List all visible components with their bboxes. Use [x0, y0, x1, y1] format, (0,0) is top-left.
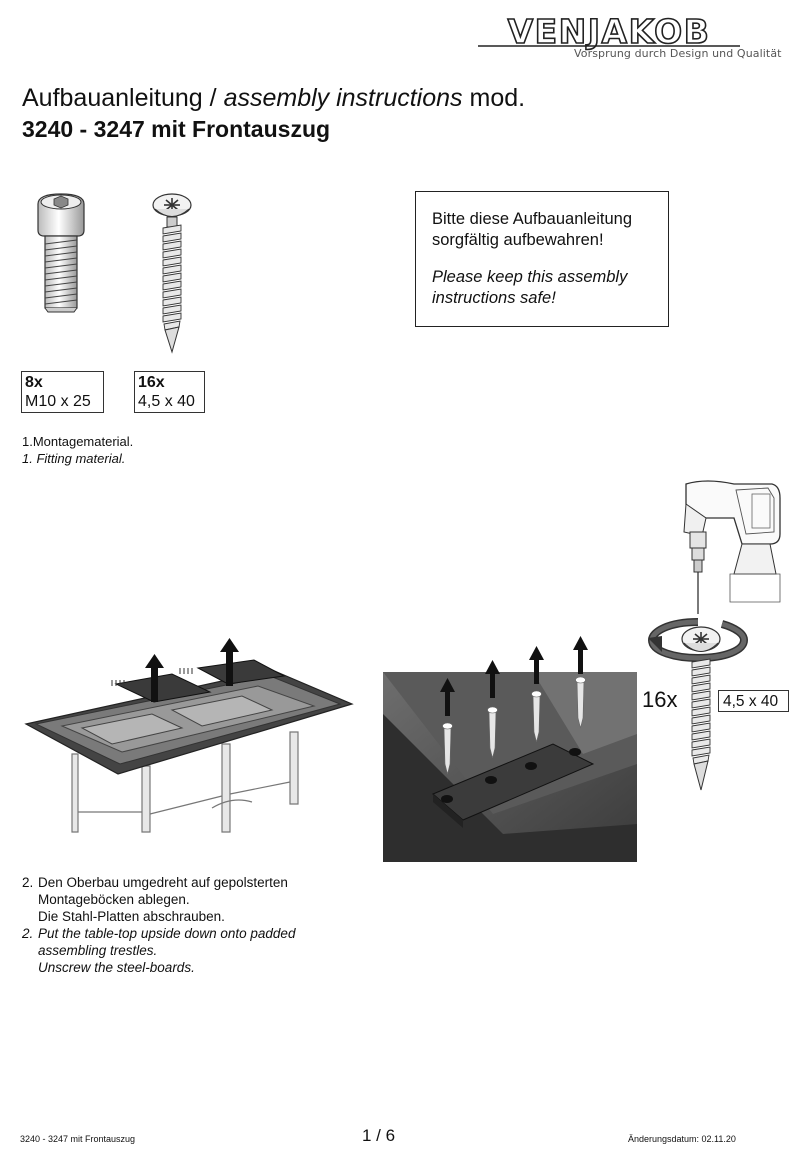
step2-german-line: Die Stahl-Platten abschrauben. [38, 909, 225, 924]
screw-quantity: 16x [138, 374, 165, 391]
venjakob-logo: VENJAKOB [478, 11, 740, 52]
detail-quantity: 16x [642, 687, 678, 712]
step2-english-line: Put the table-top upside down onto padde… [38, 926, 296, 941]
keep-instructions-notice: Bitte diese Aufbauanleitung sorgfältig a… [415, 191, 669, 327]
detail-wood-screw-icon [681, 626, 721, 791]
logo-wordmark: VENJAKOB [508, 12, 711, 51]
step1-english: 1. Fitting material. [22, 451, 126, 466]
bolt-spec: M10 x 25 [25, 393, 91, 410]
notice-german: Bitte diese Aufbauanleitung sorgfältig a… [432, 210, 632, 249]
fitting-quantity-screw: 16x 4,5 x 40 [134, 371, 205, 413]
footer-model: 3240 - 3247 mit Frontauszug [20, 1134, 136, 1144]
step1-german: 1.Montagematerial. [22, 434, 134, 449]
detail-spec-box: 4,5 x 40 [718, 690, 789, 712]
step2-german-line: Montageböcken ablegen. [38, 892, 190, 907]
bolt-quantity: 8x [25, 374, 43, 391]
hex-socket-bolt-icon [37, 193, 85, 313]
screw-spec: 4,5 x 40 [138, 393, 195, 410]
cordless-drill-icon [683, 480, 781, 614]
page-title-line2: 3240 - 3247 mit Frontauszug [22, 116, 331, 142]
step2-caption: 2. Den Oberbau umgedreht auf gepolsterte… [22, 874, 295, 976]
steel-board-closeup-illustration [383, 636, 637, 862]
rotation-arrow-icon [647, 618, 749, 663]
fitting-quantity-bolt: 8x M10 x 25 [21, 371, 104, 413]
step2-number-en: 2. [22, 926, 34, 941]
table-upside-down-illustration [24, 638, 354, 833]
step2-english-line: assembling trestles. [38, 943, 158, 958]
step1-caption: 1.Montagematerial. 1. Fitting material. [22, 433, 133, 467]
wood-screw-icon [152, 193, 192, 354]
brand-tagline: Vorsprung durch Design und Qualität [574, 47, 782, 60]
page-number: 1 / 6 [362, 1126, 396, 1145]
page-title-line1: Aufbauanleitung / assembly instructions … [22, 84, 526, 112]
step2-german-line: Den Oberbau umgedreht auf gepolsterten [38, 875, 288, 890]
step2-english-line: Unscrew the steel-boards. [38, 960, 195, 975]
footer-change-date: Änderungsdatum: 02.11.20 [628, 1134, 736, 1144]
step2-number: 2. [22, 875, 34, 890]
notice-english: Please keep this assembly instructions s… [432, 268, 628, 307]
